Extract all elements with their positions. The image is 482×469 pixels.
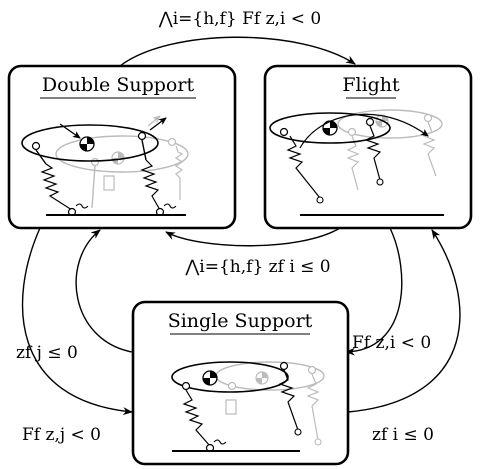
transition-label-left-inner: zf j ≤ 0	[16, 343, 78, 363]
flight-robot	[269, 112, 444, 216]
ghost-robot	[55, 115, 189, 209]
state-single-support: Single Support	[131, 300, 350, 466]
transition-arrow-middle	[165, 227, 341, 247]
transition-arrow-top	[119, 36, 356, 67]
double-support-robot	[21, 117, 186, 217]
transition-label-left-outer: Ff z,j < 0	[22, 425, 101, 445]
ghost-robot-flight	[337, 109, 443, 191]
transition-label-right-outer: zf i ≤ 0	[372, 425, 434, 445]
state-title-single-support: Single Support	[168, 310, 313, 332]
transition-label-top: ⋀i={h,f} Ff z,i < 0	[158, 9, 321, 29]
transition-label-middle: ⋀i={h,f} zf i ≤ 0	[184, 257, 330, 277]
single-support-robot	[171, 361, 302, 453]
transition-arrow-left-outer	[21, 227, 133, 416]
transition-arrow-left-inner	[75, 229, 133, 353]
state-flight: Flight	[263, 64, 473, 230]
transition-label-right-inner: Ff z,i < 0	[352, 333, 431, 353]
state-title-double-support: Double Support	[42, 74, 195, 96]
state-double-support: Double Support	[7, 64, 237, 230]
transition-arrow-right-outer	[347, 229, 461, 413]
transition-arrow-right-inner	[345, 227, 403, 356]
state-title-flight: Flight	[342, 74, 400, 96]
